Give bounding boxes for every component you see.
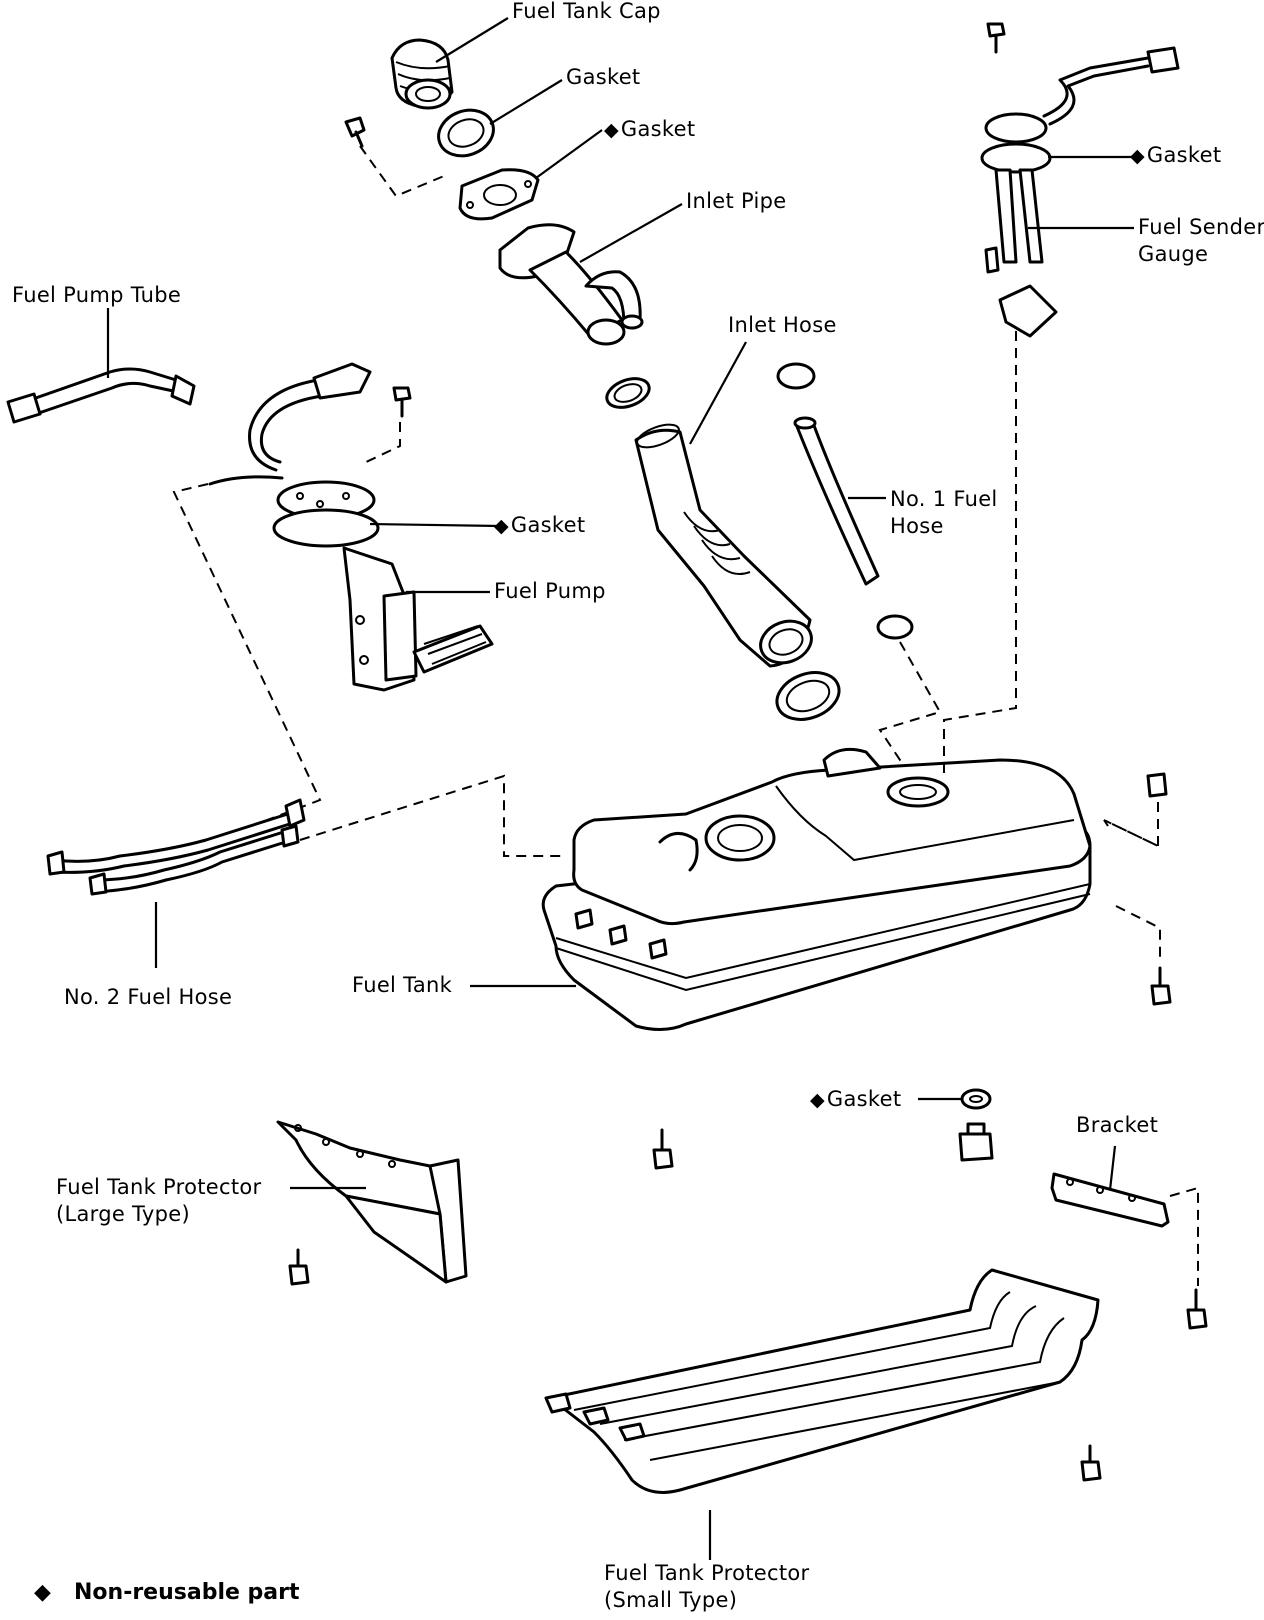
fuel-pump-tube-part: [6, 367, 196, 424]
label-gasket-ring: Gasket: [566, 65, 641, 89]
gasket-flange-part: [458, 168, 540, 221]
bolt-part: [288, 1248, 310, 1286]
label-gasket-pump: ◆Gasket: [494, 513, 586, 537]
bolt-part: [1186, 1288, 1208, 1330]
bolt-part: [1150, 966, 1172, 1006]
bolt-part: [652, 1128, 674, 1170]
non-reusable-diamond-icon: ◆: [1130, 145, 1145, 167]
label-inlet-pipe: Inlet Pipe: [686, 189, 787, 213]
drain-plug-part: [958, 1122, 994, 1162]
fuel-tank-protector-small-part: [544, 1268, 1100, 1494]
no1-fuel-hose-part: [776, 362, 914, 640]
label-gasket-flange: ◆Gasket: [604, 117, 696, 141]
label-fuel-tank: Fuel Tank: [352, 973, 453, 997]
clamp-part: [775, 671, 841, 721]
label-fuel-tank-protector-large: Fuel Tank Protector (Large Type): [56, 1175, 262, 1226]
non-reusable-diamond-icon: ◆: [34, 1580, 51, 1605]
bolt-part: [986, 22, 1006, 54]
label-fuel-pump: Fuel Pump: [494, 579, 606, 603]
legend: ◆ Non-reusable part: [34, 1580, 300, 1605]
label-inlet-hose: Inlet Hose: [728, 313, 837, 337]
fuel-tank-cap-part: [390, 38, 454, 110]
label-no2-fuel-hose: No. 2 Fuel Hose: [64, 985, 233, 1009]
label-gasket-sender: ◆Gasket: [1130, 143, 1222, 167]
bolt-part: [1080, 1444, 1102, 1482]
label-gasket-drain: ◆Gasket: [810, 1087, 902, 1111]
label-fuel-pump-tube: Fuel Pump Tube: [12, 283, 182, 307]
fuel-tank-part: [541, 747, 1092, 1031]
gasket-ring-part: [437, 108, 495, 158]
bolt-part: [344, 116, 366, 148]
drain-gasket-part: [960, 1088, 992, 1110]
inlet-pipe-part: [498, 223, 644, 346]
non-reusable-diamond-icon: ◆: [494, 515, 509, 537]
label-fuel-sender-gauge: Fuel Sender Gauge: [1138, 215, 1264, 266]
bolt-part: [392, 386, 412, 418]
label-fuel-tank-protector-small: Fuel Tank Protector (Small Type): [604, 1561, 810, 1612]
legend-text: Non-reusable part: [74, 1580, 300, 1605]
bracket-part: [1050, 1172, 1170, 1228]
nut-part: [1146, 772, 1168, 798]
fuel-tank-protector-large-part: [276, 1120, 468, 1284]
fuel-sender-gauge-part: [980, 46, 1180, 338]
label-bracket: Bracket: [1076, 1113, 1159, 1137]
no2-fuel-hose-part: [46, 798, 306, 896]
inlet-hose-part: [634, 423, 813, 668]
label-no1-fuel-hose: No. 1 Fuel Hose: [890, 487, 998, 538]
label-fuel-tank-cap: Fuel Tank Cap: [512, 0, 661, 23]
non-reusable-diamond-icon: ◆: [604, 119, 619, 141]
clamp-part: [605, 377, 651, 409]
non-reusable-diamond-icon: ◆: [810, 1089, 825, 1111]
fuel-pump-part: [208, 362, 494, 692]
